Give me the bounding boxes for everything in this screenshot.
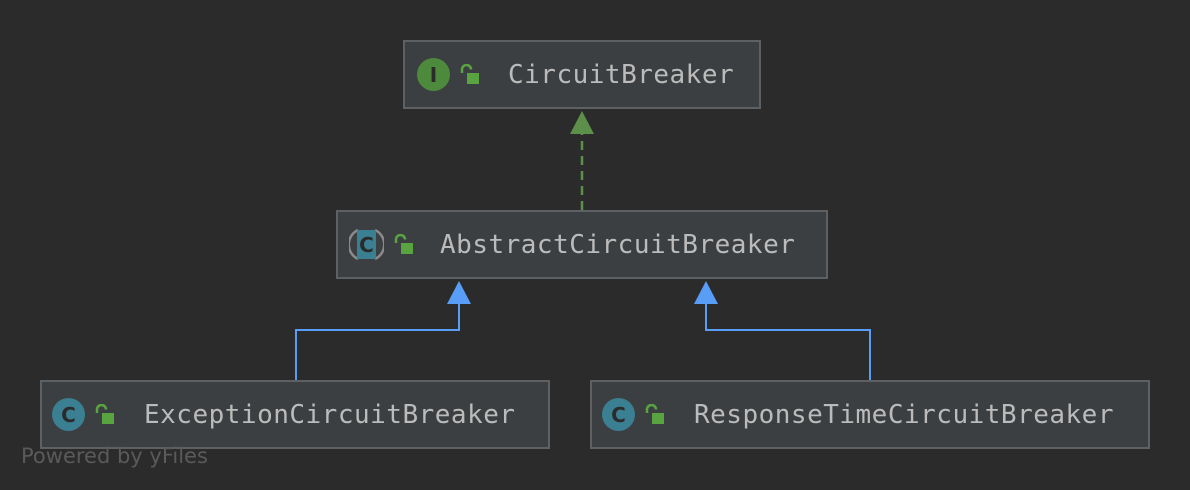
interface-icon: I [417, 58, 450, 91]
implements-arrowhead [570, 111, 594, 134]
svg-text:C: C [359, 233, 374, 257]
node-label: ResponseTimeCircuitBreaker [694, 399, 1114, 430]
node-label: ExceptionCircuitBreaker [144, 399, 516, 430]
unlocked-padlock-icon [394, 233, 413, 254]
unlocked-padlock-icon [645, 403, 664, 424]
edge-exception-extends-abstract [295, 281, 471, 380]
extends-arrowhead [694, 281, 718, 304]
abstract-class-icon: C [349, 227, 384, 262]
class-icon: C [52, 398, 85, 431]
edge-abstract-implements-circuit-breaker [570, 111, 594, 210]
yfiles-watermark: Powered by yFiles [21, 444, 208, 468]
extends-arrowhead [447, 281, 471, 304]
node-response-time-circuit-breaker[interactable]: C ResponseTimeCircuitBreaker [590, 380, 1150, 449]
node-abstract-circuit-breaker[interactable]: C AbstractCircuitBreaker [336, 210, 828, 279]
node-circuit-breaker[interactable]: I CircuitBreaker [403, 40, 761, 109]
node-label: AbstractCircuitBreaker [440, 229, 796, 260]
unlocked-padlock-icon [95, 403, 114, 424]
class-icon: C [602, 398, 635, 431]
node-label: CircuitBreaker [508, 59, 735, 90]
node-exception-circuit-breaker[interactable]: C ExceptionCircuitBreaker [40, 380, 550, 449]
edge-response-time-extends-abstract [694, 281, 871, 380]
unlocked-padlock-icon [460, 63, 479, 84]
